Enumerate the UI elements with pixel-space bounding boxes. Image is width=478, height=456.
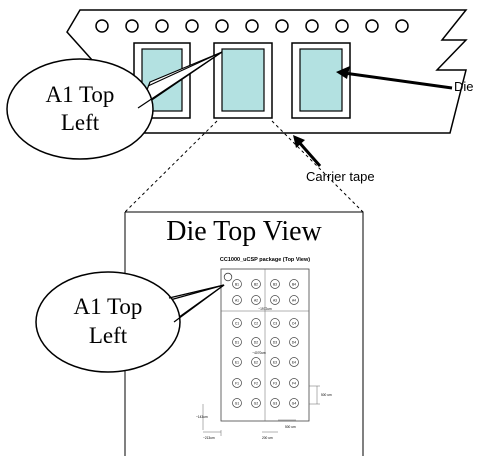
sprocket-hole — [275, 19, 289, 33]
pad-label: D2 — [254, 340, 258, 344]
pad-f1: F1 — [232, 378, 242, 388]
sprocket-hole — [125, 19, 139, 33]
pad-a3: A3 — [270, 295, 280, 305]
callout-bottom-line2: Left — [89, 323, 128, 348]
die-arrow — [336, 66, 453, 90]
pad-b1: B1 — [232, 279, 242, 289]
pad-b4: B4 — [289, 279, 299, 289]
pad-d1: D1 — [232, 337, 242, 347]
pad-g4: G4 — [289, 398, 299, 408]
dim-width-top: ~1972um — [258, 307, 272, 311]
pad-label: C2 — [254, 321, 258, 325]
callout-top-line2: Left — [61, 110, 100, 135]
dim-pitch-right: 500 um — [321, 393, 332, 397]
pad-b2: B2 — [251, 279, 261, 289]
dim-bottom-left: ~213um — [203, 436, 215, 440]
pad-a1: A1 — [232, 295, 242, 305]
projection-line-right — [271, 120, 364, 213]
pad-e1: E1 — [232, 357, 242, 367]
callout-bottom: A1 Top Left — [35, 271, 225, 373]
sprocket-hole — [215, 19, 229, 33]
package-title: CC1000_uCSP package (Top View) — [220, 257, 310, 263]
sprocket-hole — [395, 19, 409, 33]
pad-label: A2 — [254, 298, 258, 302]
pad-label: C1 — [235, 321, 239, 325]
pad-label: A4 — [292, 298, 296, 302]
sprocket-hole — [185, 19, 199, 33]
pad-label: F2 — [254, 381, 258, 385]
pocket-3 — [291, 42, 351, 119]
pad-label: A1 — [235, 298, 239, 302]
die-label: Die — [454, 79, 474, 94]
carrier-tape-arrow — [293, 135, 322, 167]
pad-d3: D3 — [270, 337, 280, 347]
pad-label: B1 — [235, 282, 239, 286]
pad-label: D1 — [235, 340, 239, 344]
sprocket-hole — [305, 19, 319, 33]
pad-d2: D2 — [251, 337, 261, 347]
pad-label: G4 — [292, 401, 297, 405]
pad-f2: F2 — [251, 378, 261, 388]
dim-bottom-mid: 200 um — [262, 436, 273, 440]
sprocket-hole — [95, 19, 109, 33]
dimension-lines — [202, 269, 320, 436]
pad-label: F4 — [292, 381, 296, 385]
pad-a4: A4 — [289, 295, 299, 305]
pad-label: D3 — [273, 340, 277, 344]
pad-c1: C1 — [232, 318, 242, 328]
pad-c2: C2 — [251, 318, 261, 328]
pad-g3: G3 — [270, 398, 280, 408]
carrier-tape-label: Carrier tape — [306, 169, 375, 184]
pad-g2: G2 — [251, 398, 261, 408]
pad-c4: C4 — [289, 318, 299, 328]
dim-height-side: ~4070um — [252, 351, 266, 355]
sprocket-hole — [335, 19, 349, 33]
die-top-view-title: Die Top View — [166, 216, 322, 247]
pad-e4: E4 — [289, 357, 299, 367]
pad-label: E4 — [292, 360, 296, 364]
pad-label: E2 — [254, 360, 258, 364]
pad-label: G2 — [254, 401, 259, 405]
pad-g1: G1 — [232, 398, 242, 408]
pad-b3: B3 — [270, 279, 280, 289]
callout-bottom-line1: A1 Top — [74, 294, 143, 319]
pad-label: E3 — [273, 360, 277, 364]
pad-d4: D4 — [289, 337, 299, 347]
dim-bottom-right: 500 um — [285, 425, 296, 429]
pad-c3: C3 — [270, 318, 280, 328]
pad-label: B4 — [292, 282, 296, 286]
sprocket-hole — [155, 19, 169, 33]
pad-label: F1 — [235, 381, 239, 385]
sprocket-holes — [95, 19, 409, 33]
pad-label: C4 — [292, 321, 296, 325]
pad-f3: F3 — [270, 378, 280, 388]
pad-label: B2 — [254, 282, 258, 286]
pad-label: A3 — [273, 298, 277, 302]
pad-label: B3 — [273, 282, 277, 286]
pad-f4: F4 — [289, 378, 299, 388]
pad-label: E1 — [235, 360, 239, 364]
pad-label: C3 — [273, 321, 277, 325]
pad-e3: E3 — [270, 357, 280, 367]
sprocket-hole — [245, 19, 259, 33]
pad-label: D4 — [292, 340, 296, 344]
pad-e2: E2 — [251, 357, 261, 367]
dim-offset-left: ~143um — [196, 415, 208, 419]
a1-marker — [223, 272, 233, 282]
pad-label: G3 — [273, 401, 278, 405]
sprocket-hole — [365, 19, 379, 33]
pad-label: G1 — [235, 401, 240, 405]
callout-top: A1 Top Left — [6, 51, 223, 160]
pad-a2: A2 — [251, 295, 261, 305]
pocket-2 — [213, 42, 273, 119]
callout-top-line1: A1 Top — [46, 82, 115, 107]
pad-label: F3 — [273, 381, 277, 385]
